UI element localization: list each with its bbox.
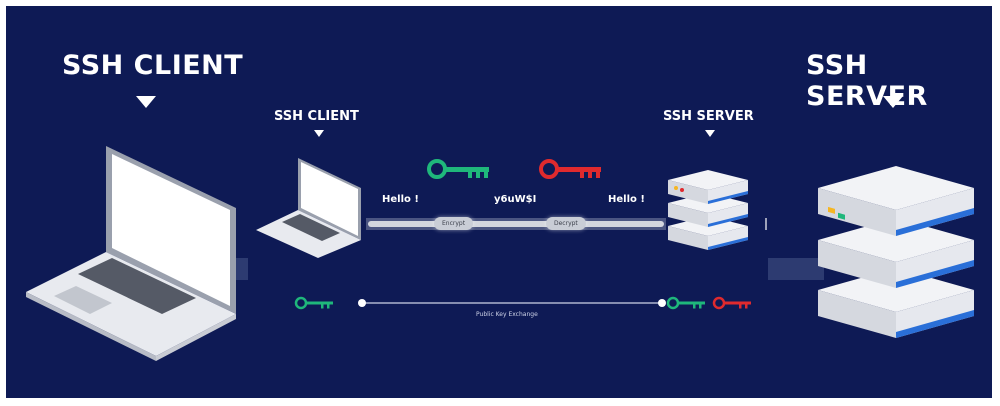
hello-client-text: Hello ! (382, 194, 419, 205)
arrow-down-icon (705, 130, 715, 137)
ssh-server-small-title: SSH SERVER (663, 109, 754, 124)
public-key-exchange-label: Public Key Exchange (476, 311, 538, 318)
exchange-end-dot (658, 299, 666, 307)
public-key-icon (294, 296, 333, 310)
encrypt-label: Encrypt (434, 217, 474, 230)
server-connector (768, 258, 824, 280)
laptop-icon (256, 158, 361, 258)
arrow-down-icon (314, 130, 324, 137)
server-icon (668, 170, 748, 250)
encrypted-channel (368, 221, 664, 227)
ssh-server-title: SSH SERVER (806, 50, 928, 112)
server-icon (818, 166, 974, 338)
decrypt-label: Decrypt (546, 217, 586, 230)
private-key-icon (539, 159, 601, 179)
exchange-start-dot (358, 299, 366, 307)
encrypted-text: y6uW$I (494, 194, 537, 205)
hello-server-text: Hello ! (608, 194, 645, 205)
public-key-icon (427, 159, 489, 179)
arrow-down-icon (883, 96, 903, 108)
ssh-client-small-title: SSH CLIENT (274, 109, 359, 124)
private-key-icon (712, 296, 751, 310)
public-key-icon (666, 296, 705, 310)
ssh-client-title: SSH CLIENT (62, 50, 244, 81)
arrow-down-icon (136, 96, 156, 108)
laptop-icon (26, 146, 236, 361)
ssh-diagram: SSH CLIENT SSH SERVER SSH CLIENT SSH SER… (6, 6, 992, 398)
